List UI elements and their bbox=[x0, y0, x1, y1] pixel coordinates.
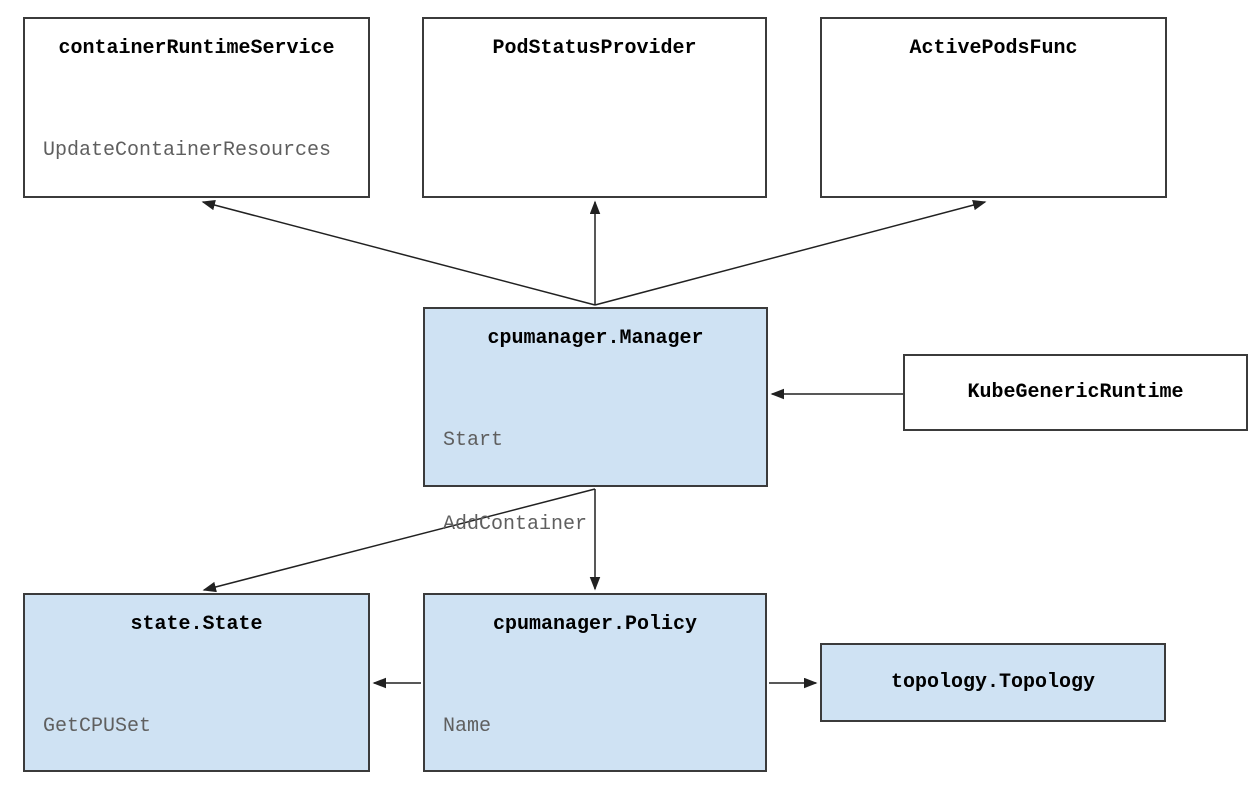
node-active-pods-func: ActivePodsFunc bbox=[820, 17, 1167, 198]
node-title: KubeGenericRuntime bbox=[967, 381, 1184, 404]
node-methods: GetCPUSet GetDefaultCPUSet SetCPUSet Set… bbox=[43, 657, 368, 788]
method-label: UpdateContainerResources bbox=[43, 139, 332, 162]
method-label: GetCPUSet bbox=[43, 715, 152, 738]
node-methods: UpdateContainerResources bbox=[43, 81, 368, 221]
edge-manager-to-activepodsfunc bbox=[594, 199, 987, 306]
node-title: cpumanager.Manager bbox=[487, 327, 704, 350]
method-label: Start bbox=[443, 429, 504, 452]
node-topology-topology: topology.Topology bbox=[820, 643, 1166, 722]
method-label: AddContainer bbox=[443, 513, 588, 536]
node-title: state.State bbox=[130, 613, 263, 636]
method-label: Name bbox=[443, 715, 492, 738]
node-cpumanager-manager: cpumanager.Manager Start AddContainer Re… bbox=[423, 307, 768, 704]
node-cpumanager-policy: cpumanager.Policy Name AddContainer Remo… bbox=[423, 593, 767, 772]
node-pod-status-provider: PodStatusProvider bbox=[422, 17, 767, 198]
node-kube-generic-runtime: KubeGenericRuntime bbox=[903, 354, 1248, 431]
node-methods: Name AddContainer RemoveContainer bbox=[443, 657, 765, 788]
node-title: topology.Topology bbox=[890, 671, 1096, 694]
node-state-state: state.State GetCPUSet GetDefaultCPUSet S… bbox=[23, 593, 370, 772]
node-title: ActivePodsFunc bbox=[909, 37, 1078, 60]
node-title: PodStatusProvider bbox=[492, 37, 697, 60]
node-title: cpumanager.Policy bbox=[492, 613, 698, 636]
node-title: containerRuntimeService bbox=[58, 37, 335, 60]
node-container-runtime-service: containerRuntimeService UpdateContainerR… bbox=[23, 17, 370, 198]
